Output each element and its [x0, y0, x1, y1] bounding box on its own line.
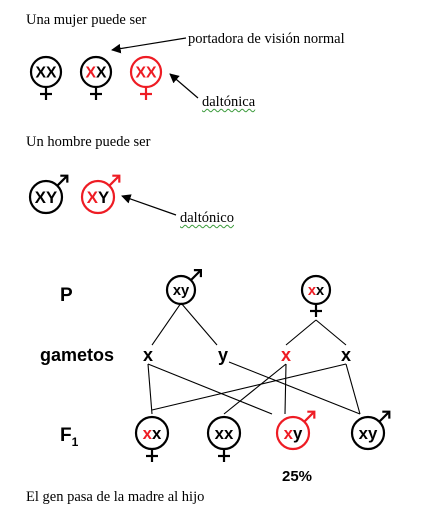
woman-caption: Una mujer puede ser — [26, 12, 147, 28]
man-colorblind-arrow — [121, 194, 177, 216]
male-symbol-icon — [378, 410, 391, 423]
parent-symbol: xy — [165, 269, 202, 306]
gametes-row-label: gametos — [40, 345, 114, 365]
percent-label: 25% — [282, 468, 312, 485]
offspring-symbol: xx — [206, 415, 242, 462]
offspring-symbol: xx — [134, 415, 170, 462]
female-symbol-icon — [140, 87, 152, 100]
gamete-allele: x — [341, 345, 351, 365]
f1-row-label: F1 — [60, 425, 79, 449]
female-symbol-icon — [218, 449, 230, 462]
male-symbol-icon — [303, 410, 316, 423]
male-symbol-icon — [190, 269, 202, 281]
female-symbol-icon — [90, 87, 102, 100]
gamete-allele: y — [218, 345, 228, 365]
genotype-label: xx — [215, 424, 234, 443]
offspring-symbol: xy — [350, 410, 391, 451]
genotype-label: XX — [85, 64, 107, 81]
genotype-label: xx — [143, 424, 162, 443]
gamete-allele: x — [281, 345, 291, 365]
genotype-label: XX — [35, 64, 57, 81]
female-symbol-icon — [40, 87, 52, 100]
conclusion-text: El gen pasa de la madre al hijo — [26, 489, 205, 505]
genotype-label: xy — [284, 424, 303, 443]
man-symbol: XY — [28, 174, 69, 215]
male-symbol-icon — [56, 174, 69, 187]
female-symbol-icon — [146, 449, 158, 462]
woman-colorblind-arrow — [169, 73, 199, 99]
male-symbol-icon — [108, 174, 121, 187]
offspring-symbol: xy — [275, 410, 316, 451]
genotype-label: xy — [359, 424, 378, 443]
gamete-allele: x — [143, 345, 153, 365]
genotype-label: xy — [173, 283, 190, 299]
genotype-label: xx — [308, 283, 325, 299]
genotype-label: XY — [87, 188, 109, 207]
woman-symbol: XX — [129, 55, 163, 100]
man-symbol: XY — [80, 174, 121, 215]
parent-symbol: xx — [300, 274, 332, 317]
parents-row-label: P — [60, 285, 73, 306]
genotype-label: XX — [135, 64, 157, 81]
man-caption: Un hombre puede ser — [26, 134, 151, 150]
woman-colorblind-label: daltónica — [202, 94, 256, 110]
man-colorblind-label: daltónico — [180, 210, 234, 226]
woman-symbol: XX — [79, 55, 113, 100]
genotype-label: XY — [35, 188, 57, 207]
carrier-label: portadora de visión normal — [188, 31, 345, 47]
female-symbol-icon — [310, 304, 322, 317]
carrier-arrow — [111, 37, 187, 54]
woman-symbol: XX — [29, 55, 63, 100]
cross-lines — [147, 302, 361, 415]
